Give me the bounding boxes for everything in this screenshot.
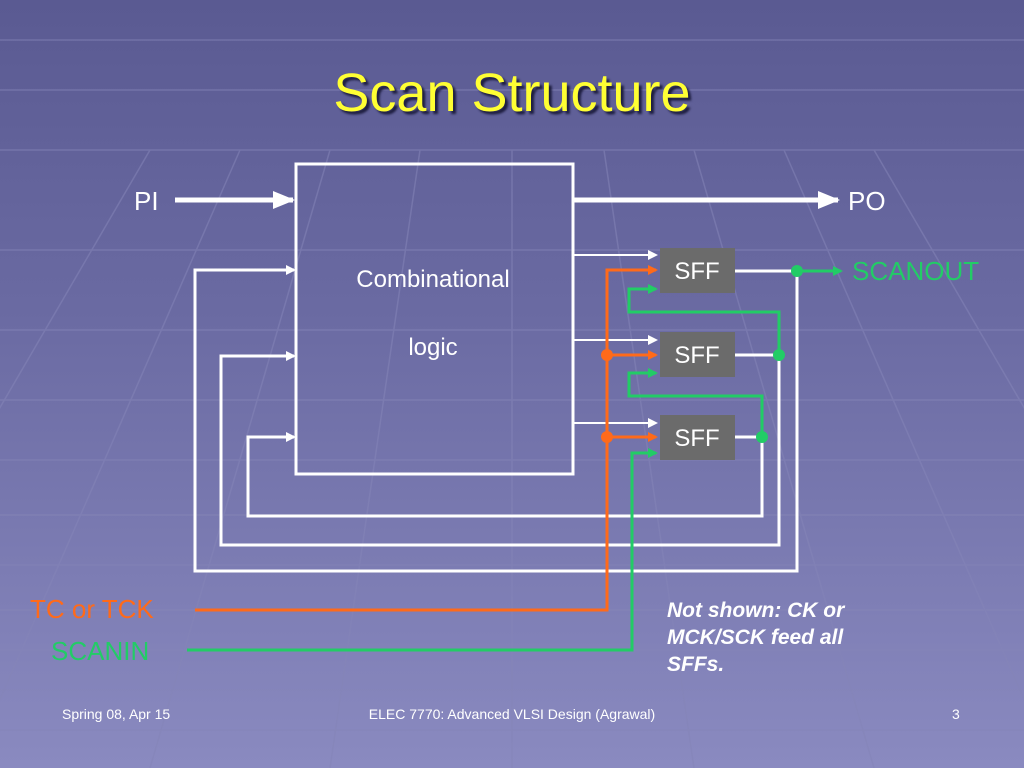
pi-label: PI — [134, 186, 159, 216]
block-label-line1: Combinational — [356, 266, 509, 293]
scanin-label: SCANIN — [51, 636, 149, 666]
feedback-wire-sff2 — [219, 351, 781, 547]
sff-1: SFF — [660, 248, 735, 293]
footer-page-number: 3 — [952, 706, 960, 722]
sff-3: SFF — [660, 415, 735, 460]
tc-wire — [195, 265, 658, 612]
note-line: SFFs. — [667, 653, 725, 676]
scan-chain-sff2-to-sff1 — [627, 284, 781, 355]
footer-date: Spring 08, Apr 15 — [62, 706, 171, 722]
scan-junction-dot — [756, 431, 768, 443]
block-label-line2: logic — [408, 334, 457, 361]
scan-junction-dot — [773, 349, 785, 361]
scan-junction-dot — [791, 265, 803, 277]
footer-course: ELEC 7770: Advanced VLSI Design (Agrawal… — [368, 706, 656, 722]
slide-title: Scan Structure — [333, 63, 691, 123]
tc-junction-dot — [601, 349, 613, 361]
scanin-wire — [187, 448, 658, 652]
tc-label: TC or TCK — [30, 594, 154, 624]
feedback-wire-sff1 — [193, 265, 799, 573]
sff-label: SFF — [674, 342, 719, 369]
sff-label: SFF — [674, 425, 719, 452]
sff-label: SFF — [674, 258, 719, 285]
note-line: MCK/SCK feed all — [667, 626, 844, 649]
combinational-logic-block — [294, 162, 575, 476]
scan-chain-sff3-to-sff2 — [627, 368, 764, 437]
tc-junction-dot — [601, 431, 613, 443]
note-text: Not shown: CK or MCK/SCK feed all SFFs. — [667, 597, 897, 678]
sff-2: SFF — [660, 332, 735, 377]
scanout-label: SCANOUT — [852, 256, 979, 286]
note-line: Not shown: CK or — [667, 599, 845, 622]
po-label: PO — [848, 186, 886, 216]
